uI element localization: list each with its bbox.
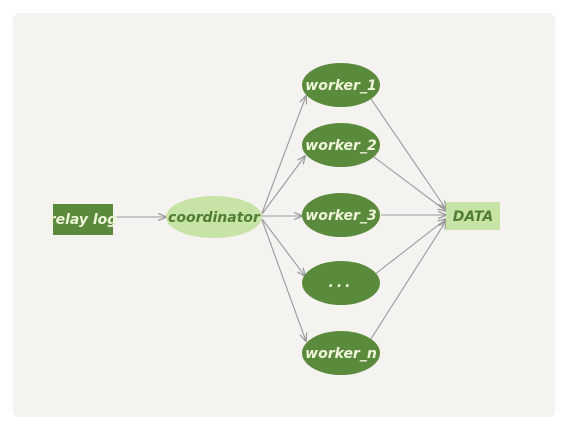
worker-node-n: worker_n (302, 331, 380, 375)
worker-node-2: worker_2 (302, 123, 380, 167)
coordinator-node: coordinator (166, 196, 262, 238)
edge-coordinator-worker-2 (261, 156, 305, 215)
worker-node-1: worker_1 (302, 63, 380, 107)
coordinator-label: coordinator (168, 210, 261, 226)
worker-node-3: worker_3 (302, 193, 380, 237)
data-node: DATA (446, 202, 500, 230)
relay-log-label: relay log (49, 212, 118, 228)
edge-coordinator-worker-1 (261, 96, 306, 214)
edge-worker-2-data (373, 156, 446, 211)
data-label: DATA (453, 209, 493, 225)
edge-coordinator-worker-dots (261, 218, 305, 276)
edge-worker-1-data (368, 95, 446, 209)
worker-3-label: worker_3 (305, 208, 376, 224)
worker-n-label: worker_n (305, 346, 377, 362)
edges (113, 96, 446, 342)
worker-node-dots: ... (302, 261, 380, 305)
edge-coordinator-worker-n (261, 219, 306, 341)
worker-1-label: worker_1 (305, 78, 376, 94)
edge-worker-dots-data (373, 219, 446, 276)
worker-dots-label: ... (329, 275, 354, 291)
relay-log-node: relay log (49, 204, 118, 235)
worker-2-label: worker_2 (305, 138, 376, 154)
edge-worker-n-data (368, 221, 446, 343)
